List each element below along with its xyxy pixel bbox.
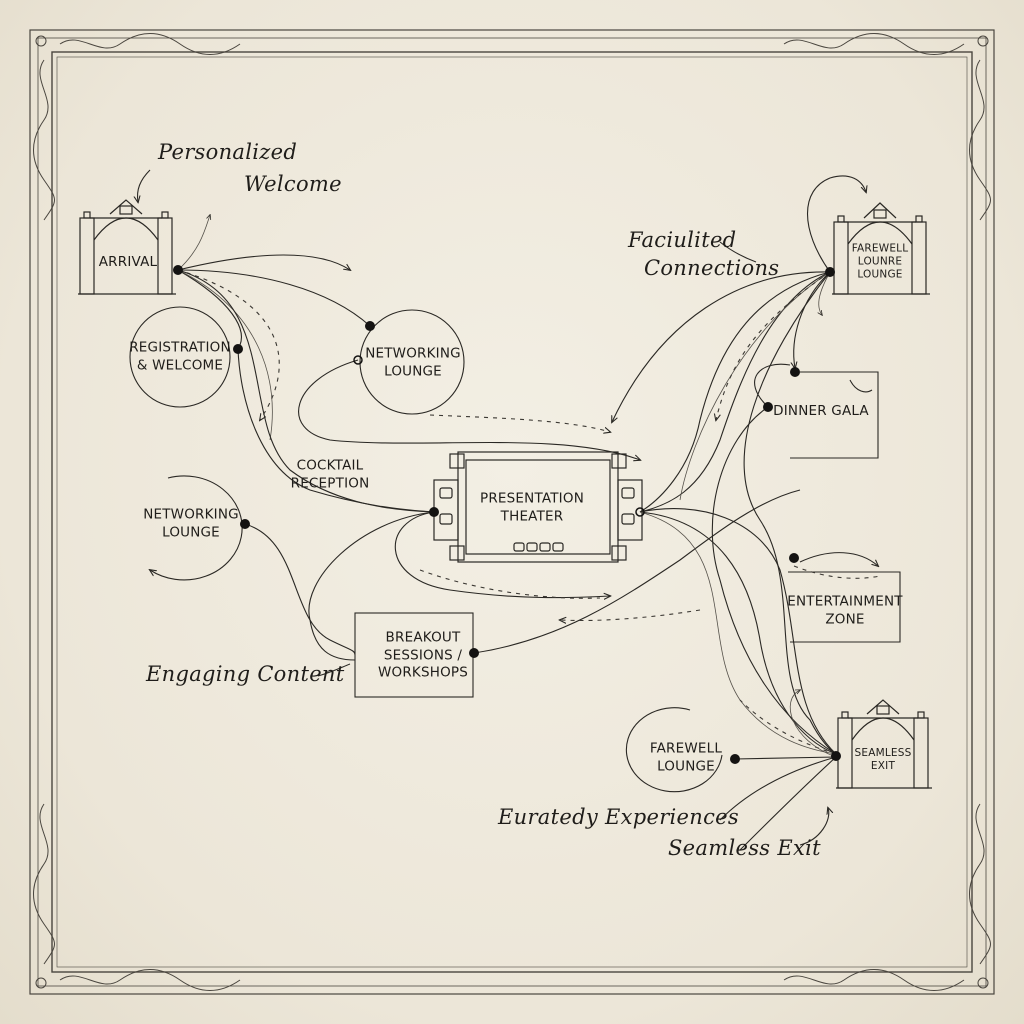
entertainment-zone-label: ENTERTAINMENT ZONE xyxy=(787,593,902,628)
seamless-exit-label: SEAMLESS EXIT xyxy=(855,747,912,773)
breakout-line2: SESSIONS / xyxy=(383,647,463,664)
networking-lounge-top-label: NETWORKING LOUNGE xyxy=(365,345,461,380)
exit-gate-icon xyxy=(836,699,932,789)
cocktail-line1: COCKTAIL xyxy=(296,457,364,474)
entertainment-line1: ENTERTAINMENT xyxy=(787,593,903,610)
arrival-label: ARRIVAL xyxy=(99,254,158,272)
arrival-text: ARRIVAL xyxy=(98,254,158,271)
presentation-theater-icon xyxy=(433,451,643,563)
networking-lounge-top-line1: NETWORKING xyxy=(365,345,461,362)
networking-lounge-top-line2: LOUNGE xyxy=(384,363,442,379)
farewell-lounge-line1: FAREWELL xyxy=(649,740,723,757)
dinner-gala-label: DINNER GALA xyxy=(773,403,869,421)
dinner-gala-box xyxy=(790,371,879,459)
entertainment-box xyxy=(788,571,901,643)
seamless-exit-line2: EXIT xyxy=(870,760,896,772)
note-welcome: Welcome xyxy=(244,172,342,196)
note-seamless-exit: Seamless Exit xyxy=(668,836,821,860)
entertainment-line2: ZONE xyxy=(825,611,865,627)
ornamental-frame xyxy=(29,29,995,995)
flow-lines xyxy=(138,169,881,851)
breakout-line1: BREAKOUT xyxy=(385,629,461,646)
farewell-lounge-arc xyxy=(625,707,723,793)
farewell-lounge-label: FAREWELL LOUNGE xyxy=(650,740,722,775)
presentation-theater-label: PRESENTATION THEATER xyxy=(480,490,584,525)
networking-lounge-left-line1: NETWORKING xyxy=(143,506,239,523)
seamless-exit-line1: SEAMLESS xyxy=(854,746,912,759)
networking-lounge-left-line2: LOUNGE xyxy=(162,524,220,540)
farewell-lounge-line2: LOUNGE xyxy=(657,758,715,774)
farewell-gate-line2: LOUNRE xyxy=(857,255,903,268)
note-personalized: Personalized xyxy=(158,140,298,164)
breakout-label: BREAKOUT SESSIONS / WORKSHOPS xyxy=(378,630,468,683)
dinner-gala-text: DINNER GALA xyxy=(773,403,869,420)
registration-label: REGISTRATION & WELCOME xyxy=(129,339,231,374)
note-curated-experiences: Euratedy Experiences xyxy=(498,805,739,829)
farewell-gate-icon xyxy=(832,202,930,295)
note-engaging-content: Engaging Content xyxy=(146,662,345,686)
cocktail-reception-label: COCKTAIL RECEPTION xyxy=(291,457,370,492)
theater-line2: THEATER xyxy=(500,508,564,524)
networking-lounge-left-arc xyxy=(150,475,243,581)
cocktail-line2: RECEPTION xyxy=(290,475,370,491)
registration-circle xyxy=(129,306,231,408)
note-facilitated: Faciulited xyxy=(628,228,737,252)
theater-line1: PRESENTATION xyxy=(480,490,584,507)
note-connections: Connections xyxy=(644,256,780,280)
farewell-gate-line3: LOUNGE xyxy=(857,268,903,281)
farewell-gate-label: FAREWELL LOUNRE LOUNGE xyxy=(852,242,909,281)
node-dots xyxy=(173,265,841,764)
networking-lounge-left-label: NETWORKING LOUNGE xyxy=(143,506,239,541)
arrival-gate-icon xyxy=(78,199,176,295)
registration-line1: REGISTRATION xyxy=(129,339,231,356)
registration-line2: & WELCOME xyxy=(136,357,224,373)
farewell-gate-line1: FAREWELL xyxy=(851,242,909,255)
networking-lounge-top-circle xyxy=(359,309,465,415)
breakout-line3: WORKSHOPS xyxy=(377,664,469,681)
